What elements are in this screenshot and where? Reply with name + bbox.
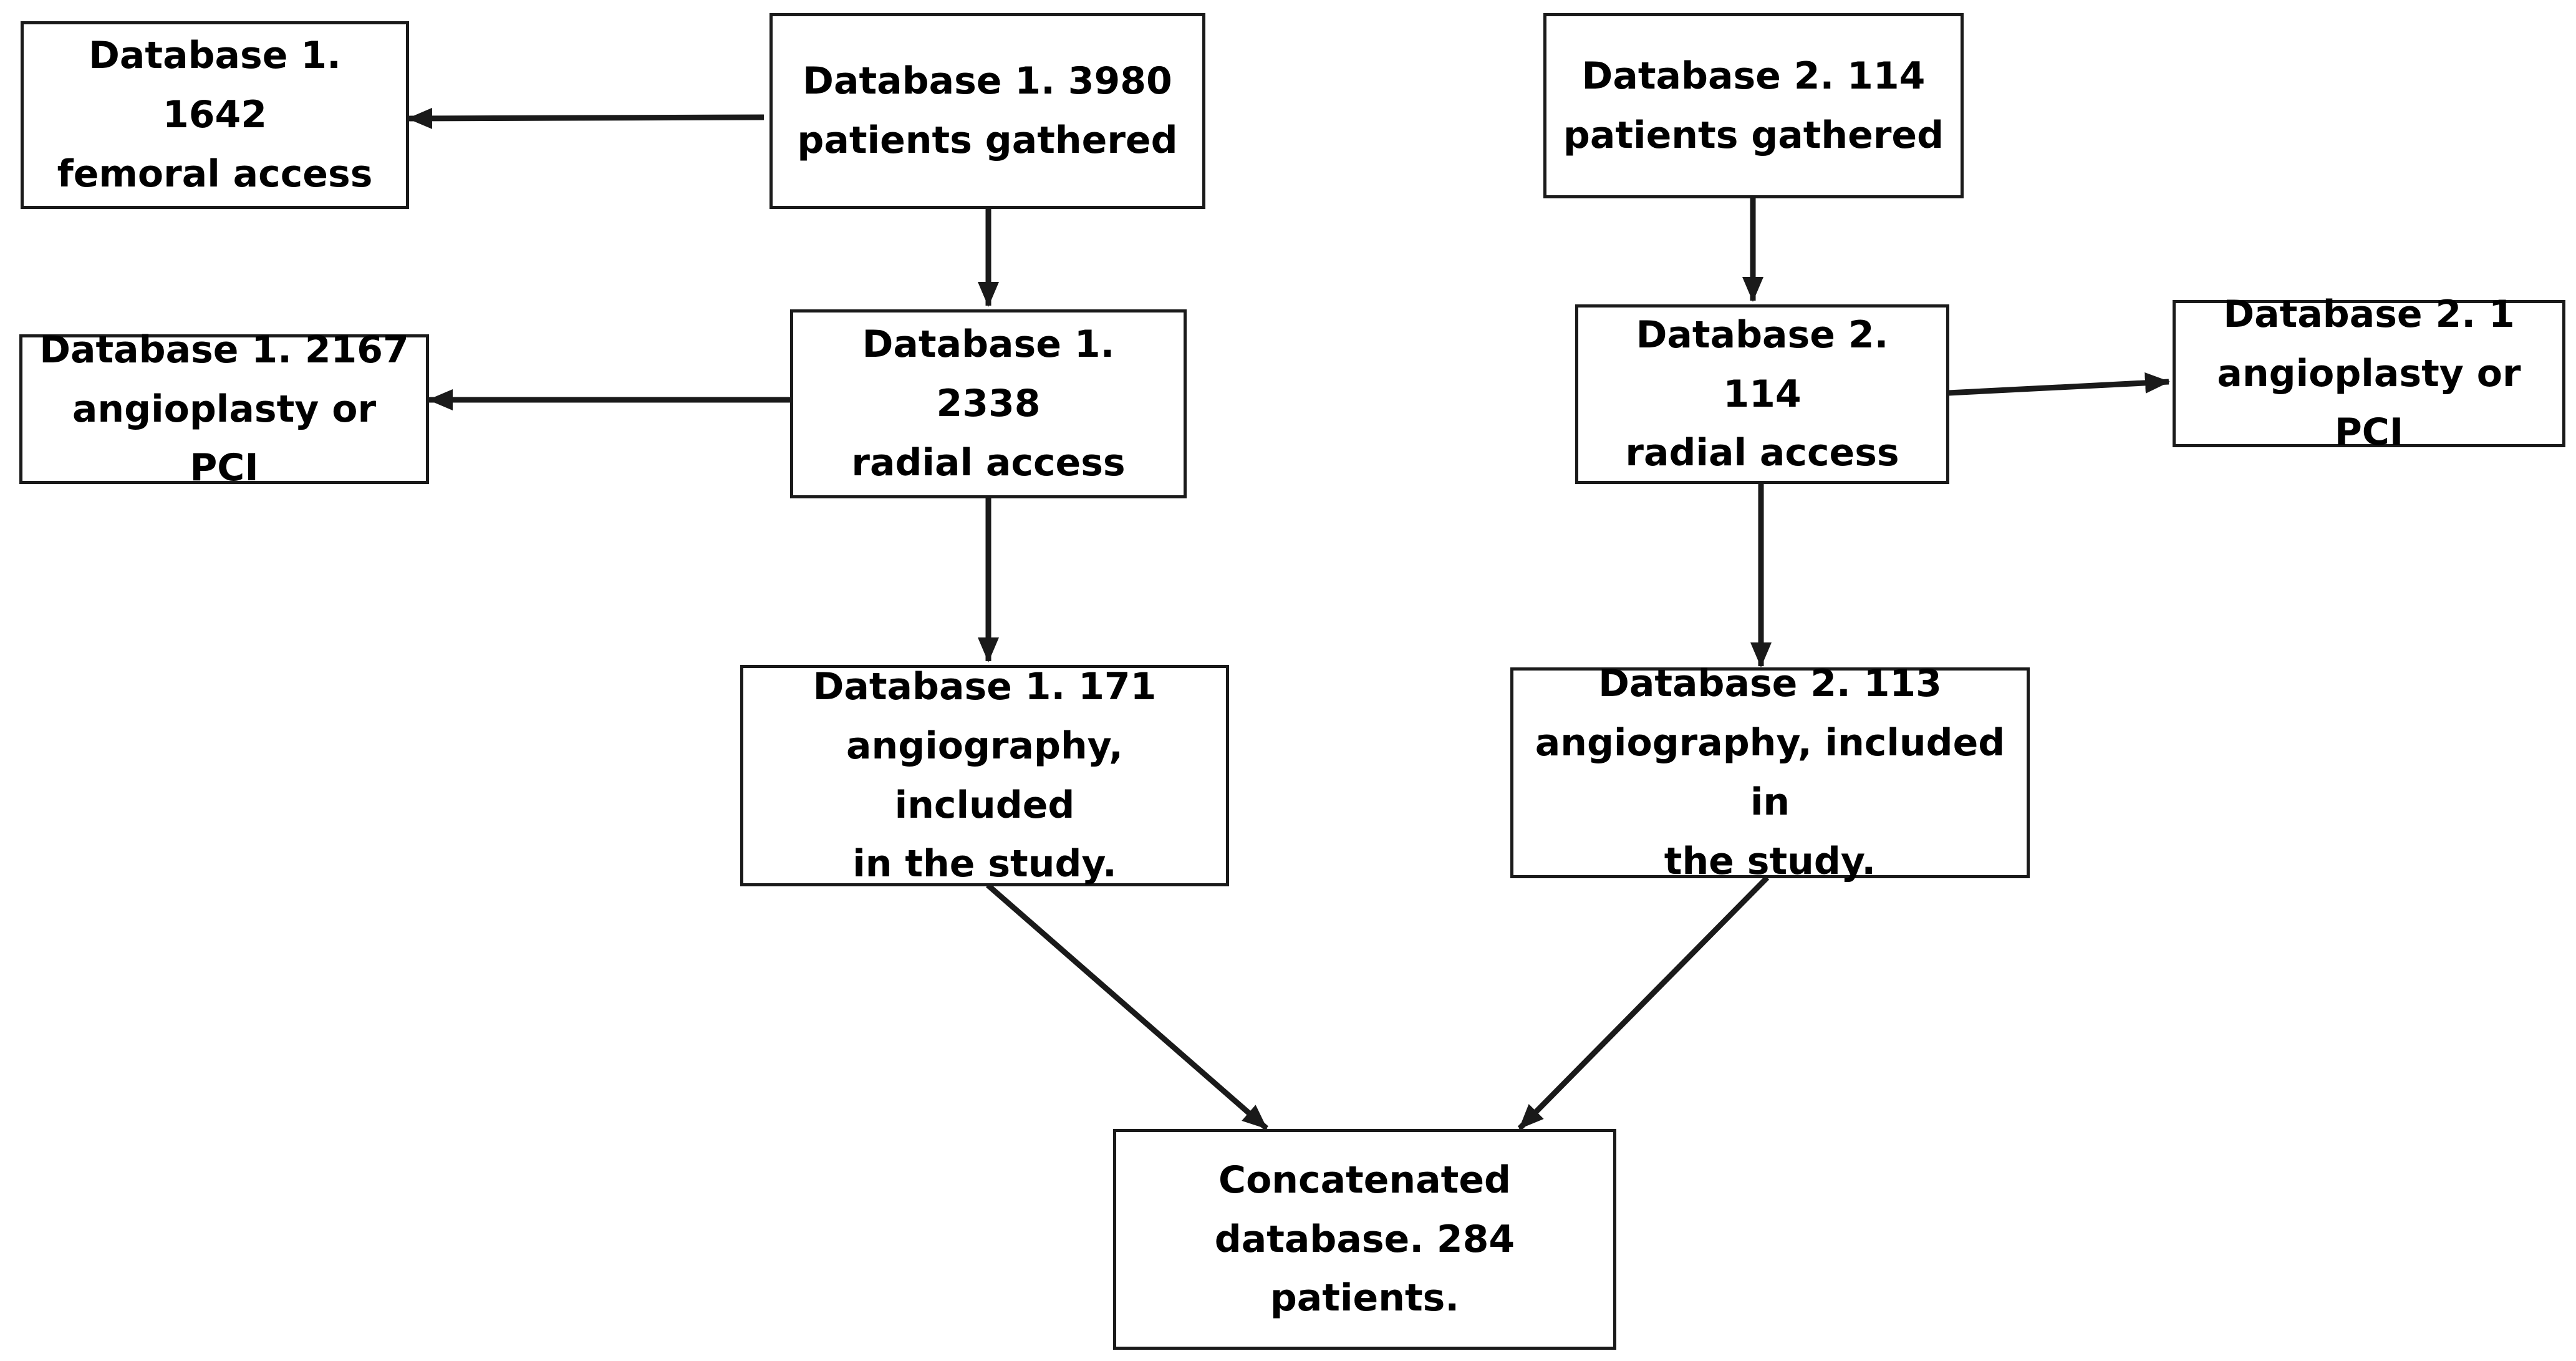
node-line: Database 2. 113 xyxy=(1598,662,1942,706)
node-line: Database 1. 2338 xyxy=(862,322,1115,426)
node-line: Database 1. 171 xyxy=(813,664,1157,709)
node-db1-included-in-study-text: Database 1. 171 angiography, included in… xyxy=(743,657,1226,894)
arrow-db2-radial-to-pci xyxy=(1947,372,2170,396)
node-line: Database 2. 114 xyxy=(1581,54,1926,98)
node-db2-angioplasty-pci: Database 2. 1 angioplasty or PCI xyxy=(2173,293,2565,454)
node-line: angioplasty or PCI xyxy=(2217,351,2521,455)
node-line: femoral access xyxy=(57,152,373,196)
node-concatenated-database: Concatenated database. 284 patients. xyxy=(1113,1129,1616,1350)
node-db1-angioplasty-pci: Database 1. 2167 angioplasty or PCI xyxy=(19,328,429,490)
node-line: radial access xyxy=(1625,431,1899,475)
arrow-db1-gathered-to-femoral xyxy=(407,107,765,129)
node-db1-femoral-access: Database 1. 1642 femoral access xyxy=(21,21,409,209)
node-db2-patients-gathered: Database 2. 114 patients gathered xyxy=(1543,13,1964,198)
node-db2-patients-gathered-text: Database 2. 114 patients gathered xyxy=(1551,47,1956,165)
node-line: database. 284 patients. xyxy=(1214,1217,1515,1320)
node-line: Database 1. 1642 xyxy=(89,34,341,137)
node-line: in the study. xyxy=(852,842,1117,886)
node-line: Database 2. 114 xyxy=(1636,312,1889,416)
node-db2-included-in-study-text: Database 2. 113 angiography, included in… xyxy=(1513,654,2027,891)
node-line: angiography, included in xyxy=(1535,721,2005,824)
node-db2-included-in-study: Database 2. 113 angiography, included in… xyxy=(1510,662,2030,883)
node-db1-femoral-access-text: Database 1. 1642 femoral access xyxy=(24,26,406,203)
node-db2-radial-access: Database 2. 114 radial access xyxy=(1575,304,1949,484)
node-db2-radial-access-text: Database 2. 114 radial access xyxy=(1578,306,1946,483)
node-line: radial access xyxy=(851,440,1126,485)
node-db1-patients-gathered: Database 1. 3980 patients gathered xyxy=(769,13,1205,209)
node-db1-angioplasty-pci-text: Database 1. 2167 angioplasty or PCI xyxy=(22,321,426,498)
node-concatenated-database-text: Concatenated database. 284 patients. xyxy=(1116,1151,1613,1328)
node-db1-radial-access-text: Database 1. 2338 radial access xyxy=(793,315,1184,492)
node-line: Database 1. 2167 xyxy=(39,327,409,372)
arrow-db1-included-to-concatenated xyxy=(986,883,1268,1131)
node-line: angiography, included xyxy=(846,724,1123,827)
node-line: the study. xyxy=(1664,839,1876,883)
node-db2-angioplasty-pci-text: Database 2. 1 angioplasty or PCI xyxy=(2176,285,2562,462)
node-db1-included-in-study: Database 1. 171 angiography, included in… xyxy=(740,665,1229,886)
node-db1-radial-access: Database 1. 2338 radial access xyxy=(790,309,1187,498)
arrow-db2-included-to-concatenated xyxy=(1517,875,1770,1131)
node-line: patients gathered xyxy=(1563,113,1944,157)
node-db1-patients-gathered-text: Database 1. 3980 patients gathered xyxy=(784,52,1190,170)
node-line: Database 2. 1 xyxy=(2223,292,2515,336)
node-line: Database 1. 3980 xyxy=(803,59,1172,104)
node-line: patients gathered xyxy=(797,119,1178,162)
node-line: angioplasty or PCI xyxy=(72,387,377,490)
node-line: Concatenated xyxy=(1218,1158,1511,1202)
